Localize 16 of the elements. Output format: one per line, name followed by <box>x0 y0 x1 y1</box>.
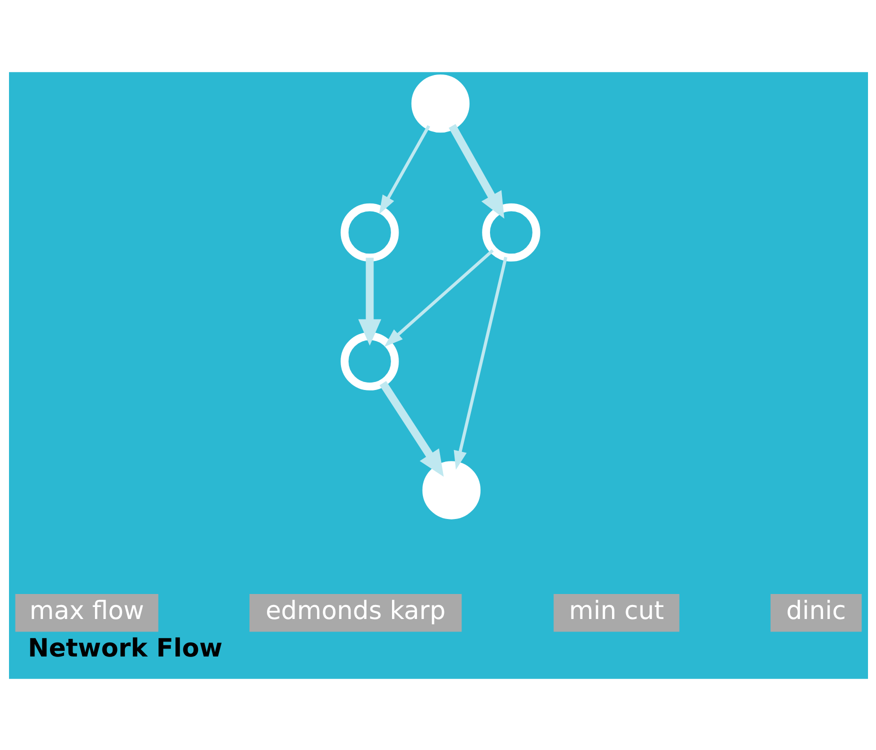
arrow <box>358 257 381 346</box>
arrow <box>448 124 504 218</box>
node-circle <box>482 202 540 262</box>
diagram-title: Network Flow <box>27 633 222 662</box>
node-circle <box>422 460 480 519</box>
arrow <box>453 256 507 470</box>
label: min cut <box>568 595 664 624</box>
node-circle <box>340 202 398 262</box>
label: edmonds karp <box>265 595 446 624</box>
label: max flow <box>29 595 144 624</box>
arrow <box>378 124 430 214</box>
node-circle <box>340 332 398 390</box>
label: dinic <box>786 595 846 624</box>
arrow <box>379 380 444 476</box>
arrow <box>384 248 494 346</box>
node-circle <box>410 74 470 132</box>
